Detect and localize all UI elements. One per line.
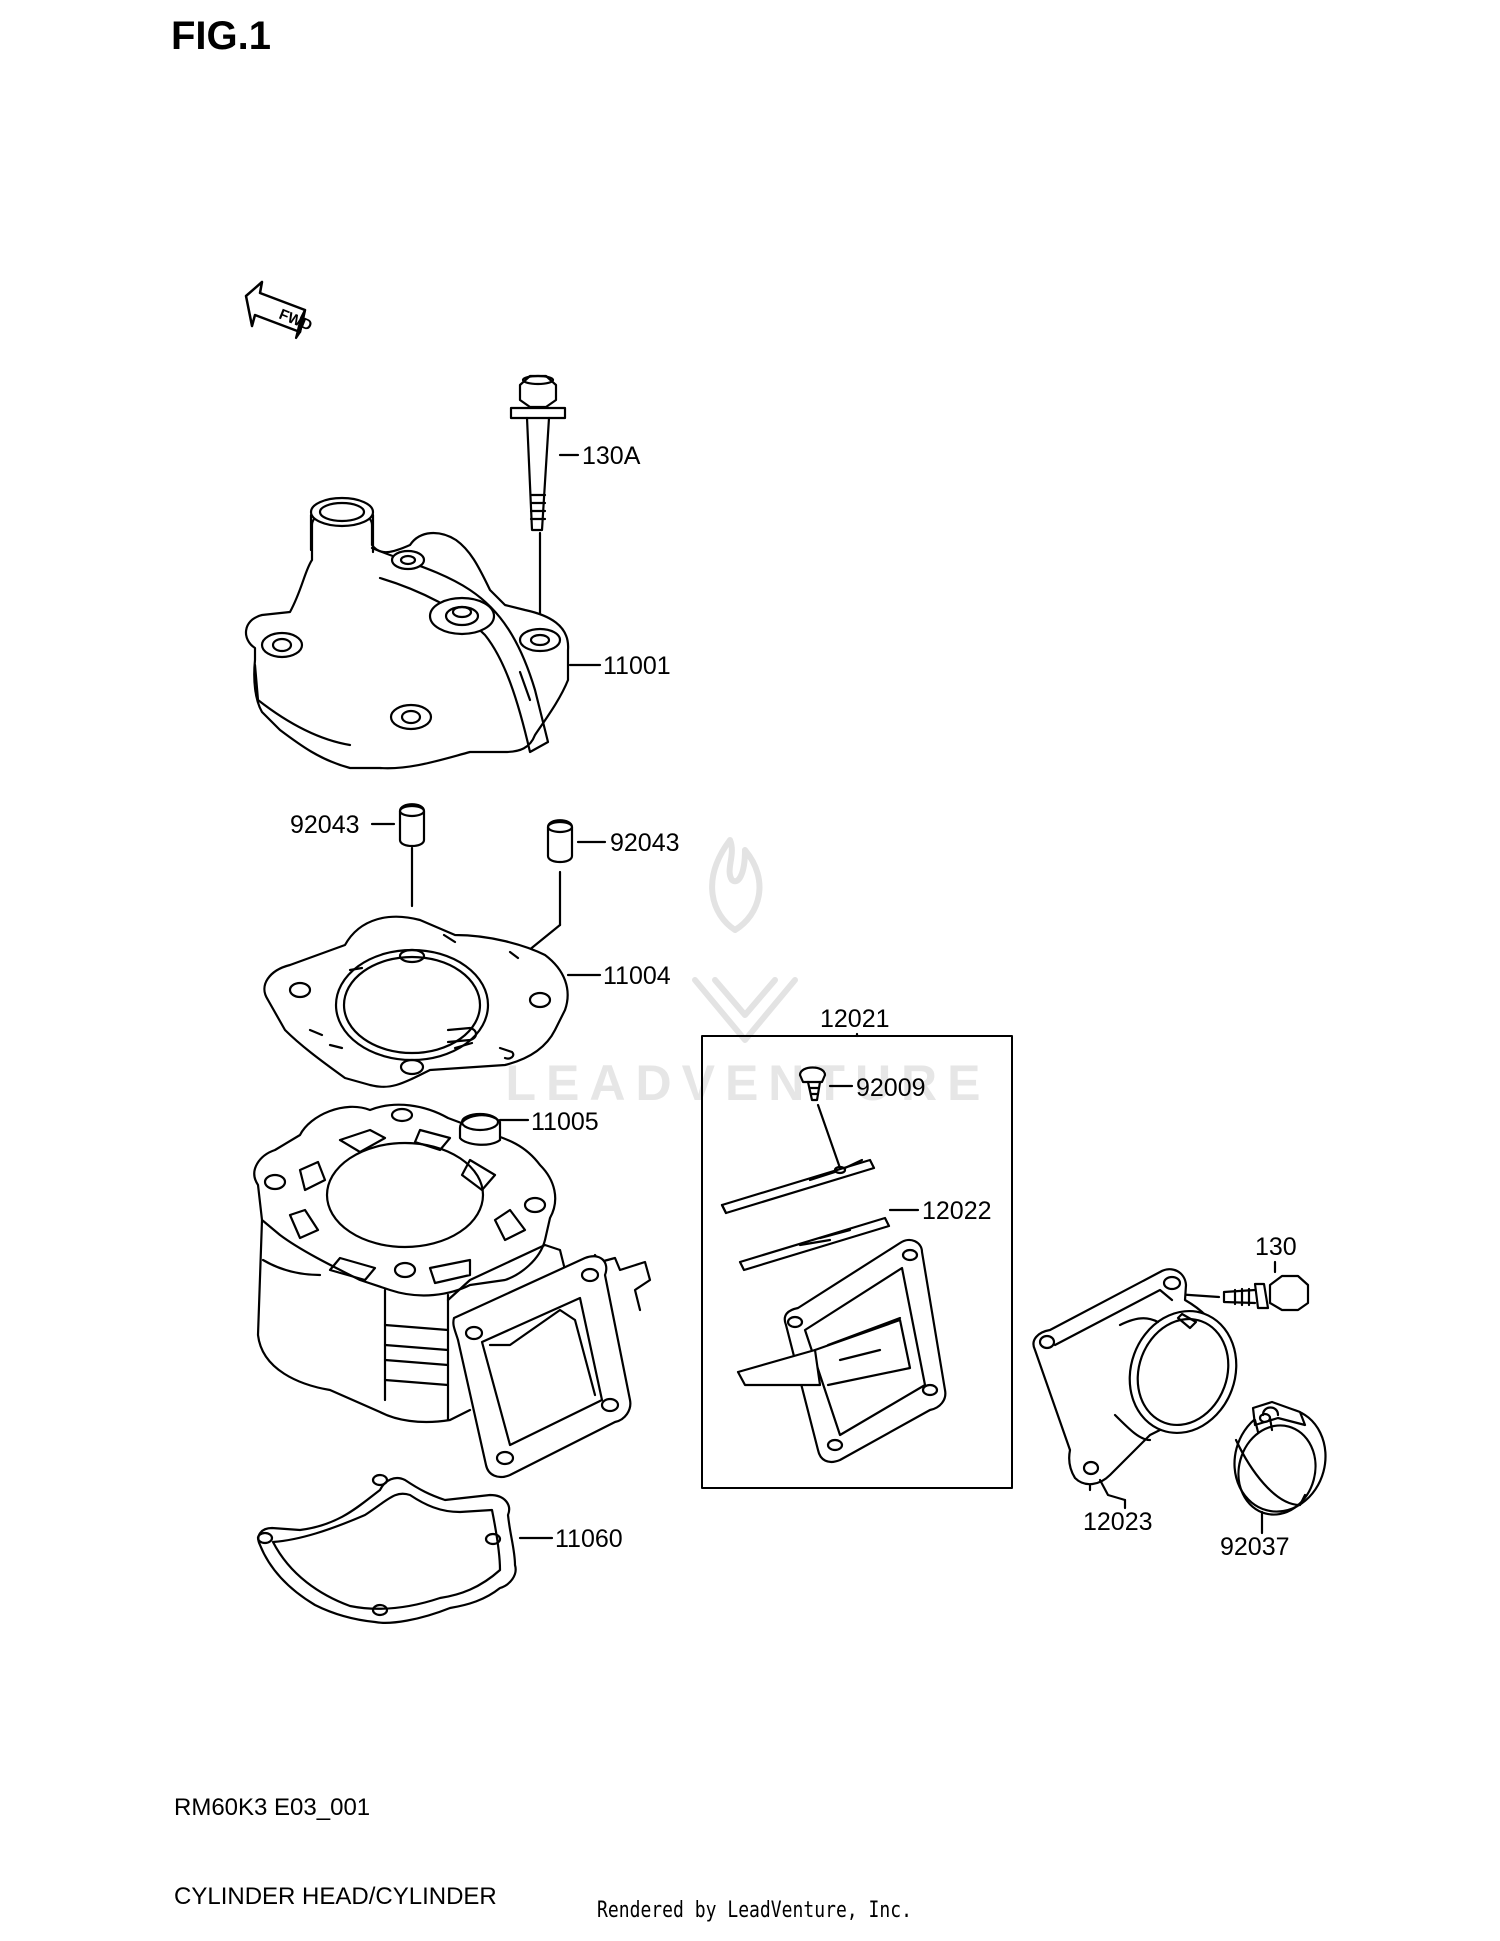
intake-pipe bbox=[1032, 1268, 1238, 1502]
base-gasket bbox=[256, 1473, 517, 1624]
label-11004: 11004 bbox=[603, 962, 671, 990]
reed-valve-box: 12021 bbox=[701, 1005, 1013, 1489]
cylinder bbox=[253, 1103, 652, 1479]
label-12023: 12023 bbox=[1083, 1508, 1153, 1536]
label-92009: 92009 bbox=[856, 1074, 926, 1102]
watermark-text: LEADVENTURE bbox=[505, 1055, 990, 1111]
diagram-code: RM60K3 E03_001 bbox=[174, 1794, 371, 1821]
intake-bolt bbox=[1173, 1260, 1310, 1312]
label-92043-right: 92043 bbox=[610, 829, 680, 857]
label-92037: 92037 bbox=[1220, 1533, 1290, 1561]
figure-title: FIG.1 bbox=[171, 14, 272, 58]
label-11005: 11005 bbox=[531, 1108, 599, 1136]
label-11060: 11060 bbox=[555, 1525, 623, 1553]
label-130: 130 bbox=[1255, 1233, 1297, 1261]
head-gasket bbox=[263, 915, 569, 1088]
label-92043-left: 92043 bbox=[290, 811, 360, 839]
label-12021: 12021 bbox=[820, 1005, 890, 1033]
fwd-arrow-icon: FWD bbox=[244, 280, 315, 340]
render-credit: Rendered by LeadVenture, Inc. bbox=[597, 1898, 912, 1923]
diagram-caption: CYLINDER HEAD/CYLINDER bbox=[174, 1883, 497, 1910]
dowel-pin-left bbox=[398, 803, 426, 908]
label-11001: 11001 bbox=[603, 652, 671, 680]
label-12022: 12022 bbox=[922, 1197, 992, 1225]
hose-clamp bbox=[1233, 1400, 1327, 1535]
bolt-130a bbox=[509, 374, 567, 632]
watermark-logo bbox=[692, 837, 798, 1043]
cylinder-head bbox=[245, 496, 570, 770]
label-130a: 130A bbox=[582, 442, 641, 470]
